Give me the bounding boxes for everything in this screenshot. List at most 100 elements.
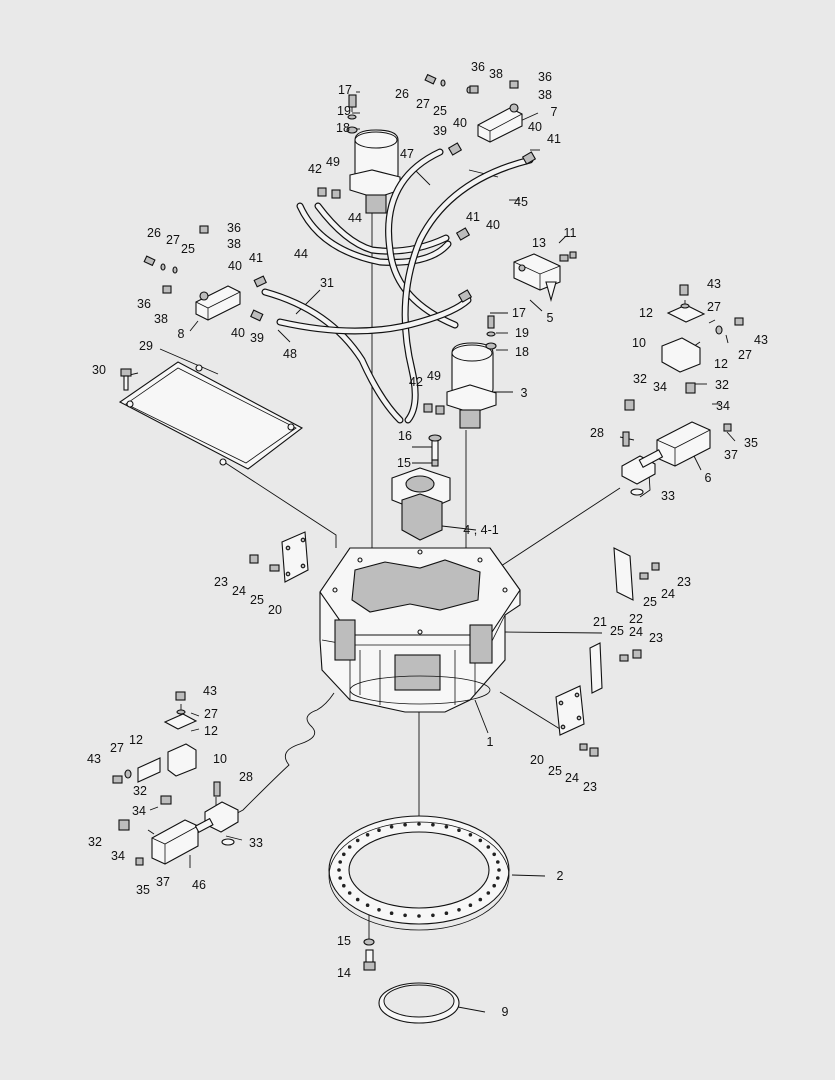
part-label-25: 25 — [610, 624, 624, 638]
bolt-14 — [363, 938, 376, 971]
ring-bolt-hole — [365, 903, 370, 907]
part-label-25: 25 — [643, 595, 657, 609]
ring-bolt-hole — [444, 825, 449, 829]
hoses — [261, 148, 534, 424]
part-label-30: 30 — [92, 363, 106, 377]
plate-20-upper — [281, 531, 309, 583]
part-label-20: 20 — [530, 753, 544, 767]
ring-bolt-hole — [389, 911, 394, 915]
ring-bolt-hole — [444, 911, 449, 915]
part-label-41: 41 — [249, 251, 263, 265]
part-label-42: 42 — [308, 162, 322, 176]
ring-bolt-hole — [431, 822, 435, 827]
part-label-12: 12 — [204, 724, 218, 738]
part-label-39: 39 — [250, 331, 264, 345]
part-label-49: 49 — [326, 155, 340, 169]
part-label-40: 40 — [453, 116, 467, 130]
part-label-20: 20 — [268, 603, 282, 617]
part-label-40: 40 — [231, 326, 245, 340]
part-label-1: 1 — [487, 735, 494, 749]
part-label-46: 46 — [192, 878, 206, 892]
seal-ring-9 — [378, 982, 460, 1024]
part-label-43: 43 — [754, 333, 768, 347]
part-label-18: 18 — [336, 121, 350, 135]
part-label-22: 22 — [629, 612, 643, 626]
part-label-34: 34 — [111, 849, 125, 863]
part-label-44: 44 — [294, 247, 308, 261]
ring-bolt-hole — [457, 828, 461, 832]
part-label-3: 3 — [521, 386, 528, 400]
part-label-23: 23 — [649, 631, 663, 645]
ring-bolt-hole — [355, 838, 360, 843]
ring-bolt-hole — [355, 897, 360, 902]
part-label-6: 6 — [705, 471, 712, 485]
part-label-48: 48 — [283, 347, 297, 361]
part-label-28: 28 — [590, 426, 604, 440]
part-label-4-4-1: 4 , 4-1 — [463, 523, 498, 537]
part-label-25: 25 — [433, 104, 447, 118]
part-label-16: 16 — [398, 429, 412, 443]
ring-bolt-hole — [389, 825, 394, 829]
part-label-38: 38 — [538, 88, 552, 102]
part-label-12: 12 — [639, 306, 653, 320]
block-5 — [513, 253, 561, 303]
ring-bolt-hole — [478, 838, 483, 843]
part-label-15: 15 — [337, 934, 351, 948]
ring-bolt-hole — [457, 908, 461, 912]
ring-bolt-hole — [497, 868, 501, 872]
part-label-49: 49 — [427, 369, 441, 383]
part-label-9: 9 — [502, 1005, 509, 1019]
part-label-7: 7 — [551, 105, 558, 119]
block-8 — [195, 285, 241, 321]
part-label-23: 23 — [677, 575, 691, 589]
ring-bolt-hole — [338, 876, 343, 880]
part-label-40: 40 — [528, 120, 542, 134]
ring-bolt-hole — [347, 891, 352, 895]
part-label-32: 32 — [633, 372, 647, 386]
part-label-2: 2 — [557, 869, 564, 883]
filter-unit-3 — [446, 342, 497, 429]
part-label-27: 27 — [707, 300, 721, 314]
ring-bolt-hole — [431, 913, 435, 918]
ring-bolt-hole — [486, 845, 491, 849]
part-label-41: 41 — [547, 132, 561, 146]
part-label-44: 44 — [348, 211, 362, 225]
part-label-36: 36 — [137, 297, 151, 311]
part-label-28: 28 — [239, 770, 253, 784]
part-label-10: 10 — [213, 752, 227, 766]
part-label-27: 27 — [166, 233, 180, 247]
ring-bolt-hole — [365, 833, 370, 837]
housing-1 — [319, 547, 521, 713]
part-label-12: 12 — [129, 733, 143, 747]
part-label-12: 12 — [714, 357, 728, 371]
swing-motor-4 — [391, 434, 451, 541]
part-label-14: 14 — [337, 966, 351, 980]
part-label-23: 23 — [583, 780, 597, 794]
part-label-19: 19 — [515, 326, 529, 340]
ring-bolt-hole — [492, 852, 497, 857]
filter-unit-top — [349, 129, 401, 214]
part-label-21: 21 — [593, 615, 607, 629]
part-label-41: 41 — [466, 210, 480, 224]
part-label-18: 18 — [515, 345, 529, 359]
part-label-38: 38 — [154, 312, 168, 326]
part-label-27: 27 — [738, 348, 752, 362]
part-label-24: 24 — [232, 584, 246, 598]
part-label-8: 8 — [178, 327, 185, 341]
cover-plate-29 — [118, 361, 304, 470]
ring-bolt-hole — [496, 876, 500, 880]
part-label-34: 34 — [653, 380, 667, 394]
part-label-38: 38 — [489, 67, 503, 81]
part-label-25: 25 — [548, 764, 562, 778]
part-label-34: 34 — [716, 399, 730, 413]
plate-20-lower — [555, 685, 585, 736]
part-label-32: 32 — [715, 378, 729, 392]
part-label-27: 27 — [110, 741, 124, 755]
block-7 — [477, 103, 523, 143]
ring-bolt-hole — [478, 897, 483, 902]
bearing-ring-2 — [328, 815, 510, 931]
ring-bolt-hole — [403, 913, 407, 918]
part-label-39: 39 — [433, 124, 447, 138]
